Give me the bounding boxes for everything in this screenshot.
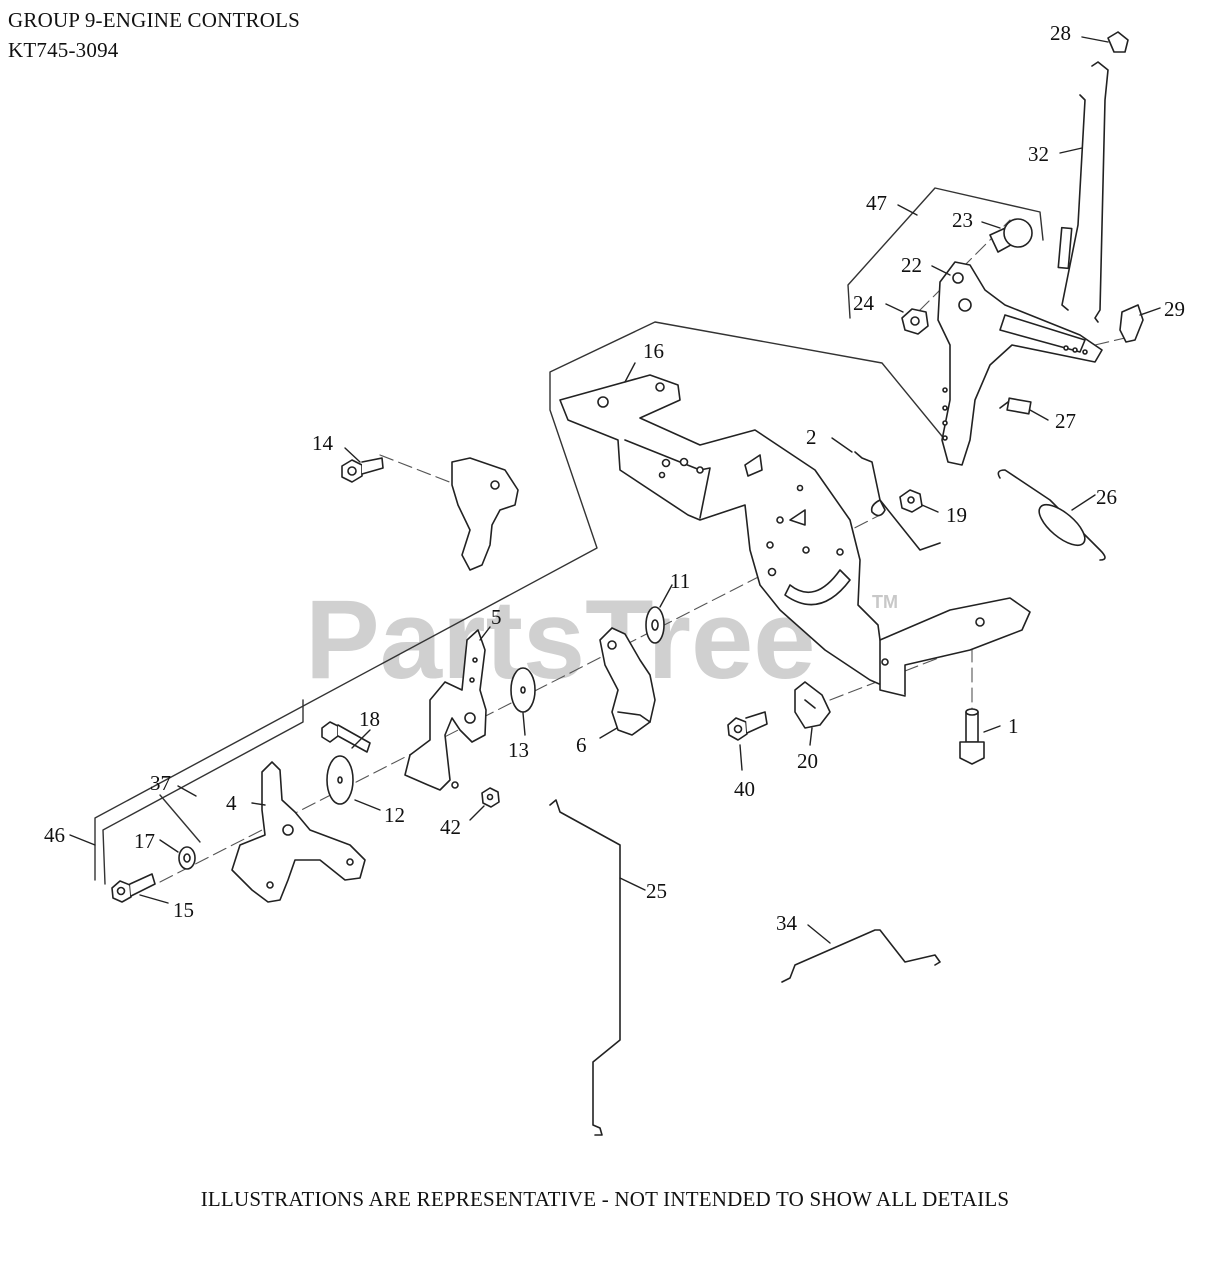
callout-24: 24 <box>853 291 875 315</box>
callout-27: 27 <box>1055 409 1076 433</box>
footer-disclaimer: ILLUSTRATIONS ARE REPRESENTATIVE - NOT I… <box>0 1187 1211 1212</box>
callout-6: 6 <box>576 733 587 757</box>
callout-22: 22 <box>901 253 922 277</box>
callout-4: 4 <box>226 791 237 815</box>
part-29-clip <box>1119 304 1144 343</box>
part-5-lever <box>404 629 487 791</box>
part-17-washer <box>178 846 196 870</box>
part-42-nut <box>481 787 500 808</box>
part-26-spring <box>997 469 1106 561</box>
part-25-rod <box>549 799 621 1136</box>
callout-14: 14 <box>312 431 334 455</box>
part-28-plug <box>1107 31 1129 53</box>
callout-leader-lines <box>69 36 1161 944</box>
part-27-spring <box>999 397 1032 415</box>
callout-37: 37 <box>150 771 171 795</box>
callout-5: 5 <box>491 605 502 629</box>
group-outline-46 <box>94 321 956 881</box>
part-19-nut <box>899 489 923 513</box>
callout-40: 40 <box>734 777 755 801</box>
callout-34: 34 <box>776 911 798 935</box>
part-15-bolt <box>111 873 156 903</box>
part-2-spring <box>854 451 941 551</box>
part-14-bolt <box>341 457 384 483</box>
callout-23: 23 <box>952 208 973 232</box>
part-24-nut <box>901 308 929 335</box>
callout-2: 2 <box>806 425 817 449</box>
callout-19: 19 <box>946 503 967 527</box>
part-12-washer <box>326 755 354 805</box>
part-34-rod <box>781 929 941 983</box>
group-title: GROUP 9-ENGINE CONTROLS <box>8 8 300 32</box>
callout-26: 26 <box>1096 485 1117 509</box>
callout-1: 1 <box>1008 714 1019 738</box>
part-23-pin <box>989 218 1033 253</box>
part-18-bolt <box>321 721 371 753</box>
callout-12: 12 <box>384 803 405 827</box>
part-22-throttle-lever <box>937 261 1103 466</box>
callout-46: 46 <box>44 823 65 847</box>
callout-17: 17 <box>134 829 155 853</box>
part-40-bolt <box>727 711 768 741</box>
callout-32: 32 <box>1028 142 1049 166</box>
callout-42: 42 <box>440 815 461 839</box>
callout-16: 16 <box>643 339 664 363</box>
group-outline-47 <box>847 187 1044 319</box>
callout-47: 47 <box>866 191 887 215</box>
callout-29: 29 <box>1164 297 1185 321</box>
part-4-bracket <box>231 761 366 903</box>
callout-11: 11 <box>670 569 690 593</box>
part-32-spring-rod <box>1057 61 1109 323</box>
part-1-bolt <box>959 708 985 765</box>
callout-13: 13 <box>508 738 529 762</box>
callout-20: 20 <box>797 749 818 773</box>
part-lever-left <box>451 457 519 571</box>
part-20-clip <box>794 681 831 729</box>
watermark-trademark: TM <box>872 592 898 612</box>
watermark-text: PartsTree <box>305 577 816 702</box>
group-outline-37 <box>102 699 304 885</box>
model-number: KT745-3094 <box>8 38 119 62</box>
callout-18: 18 <box>359 707 380 731</box>
part-16-control-bracket <box>559 374 1031 697</box>
part-6-lever <box>599 627 656 736</box>
callout-28: 28 <box>1050 21 1071 45</box>
callout-25: 25 <box>646 879 667 903</box>
callout-15: 15 <box>173 898 194 922</box>
disclaimer-text: ILLUSTRATIONS ARE REPRESENTATIVE - NOT I… <box>200 1187 1010 1211</box>
part-11-washer <box>645 606 665 644</box>
part-13-washer <box>510 667 536 713</box>
callout-numbers: 1 2 4 5 6 11 12 13 14 15 16 17 18 19 20 … <box>44 21 1185 935</box>
